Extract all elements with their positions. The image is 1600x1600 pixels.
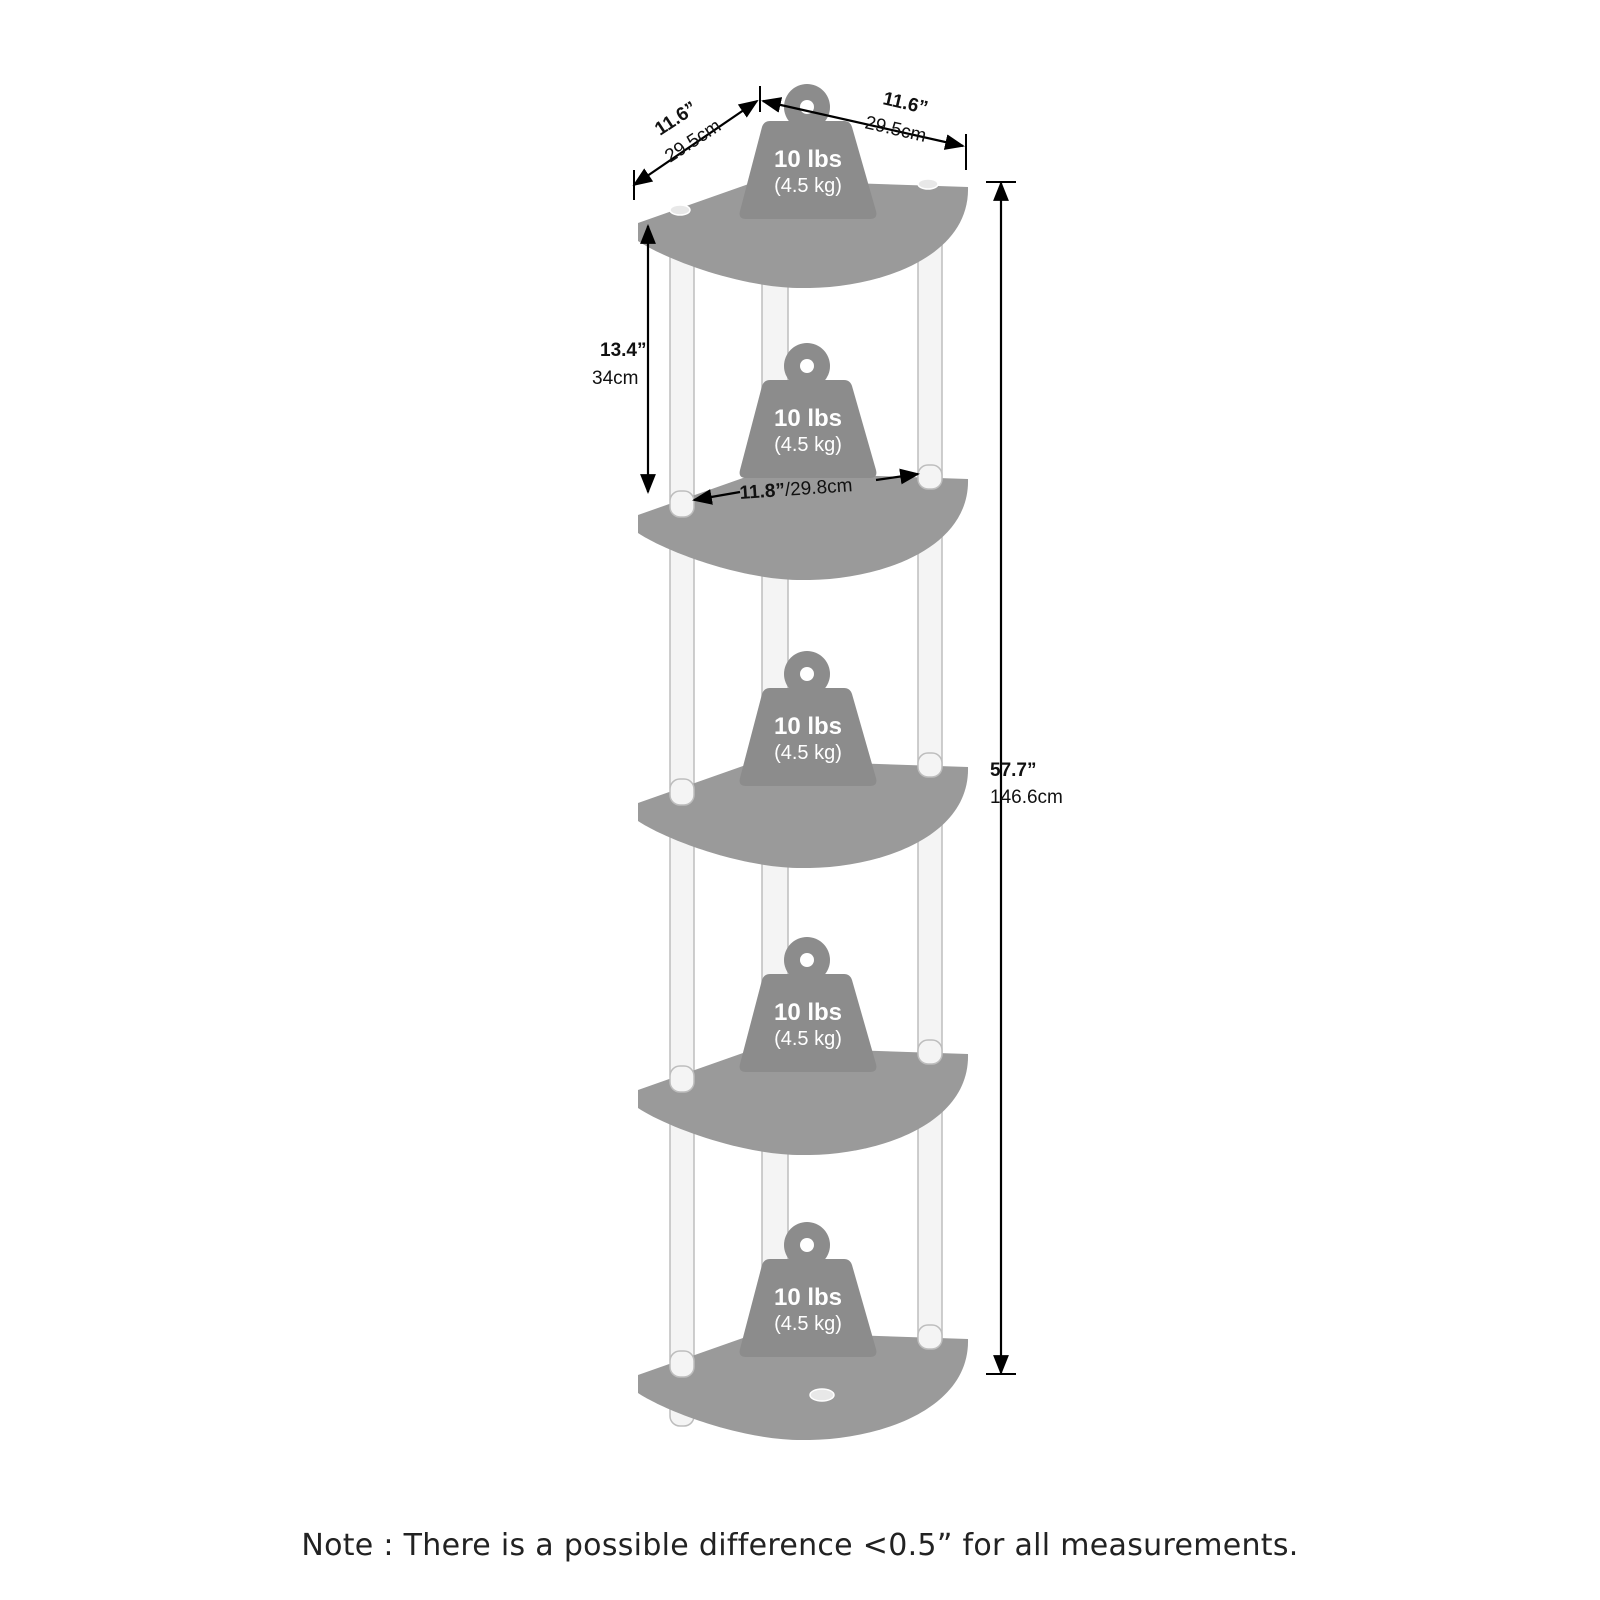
shelf-gap-metric-label: 34cm [592,368,638,389]
weight-sublabel: (4.5 kg) [774,434,842,456]
dimension-lines: 11.6” 29.5cm 11.6” 29.5cm 13.4” 34cm 11.… [592,86,1063,1375]
weight-label: 10 lbs [774,1284,842,1311]
shelf [638,760,969,868]
weight-body [739,688,877,786]
right-pole-segment [917,1093,943,1352]
right-pole-cap [917,1039,943,1065]
left-pole-cap [669,1350,695,1378]
weight-body [739,974,877,1072]
right-pole-segment [917,226,943,492]
right-pole-segment [917,806,943,1067]
weight-sublabel: (4.5 kg) [774,742,842,764]
left-pole-segment [669,244,695,510]
weight-icon: 10 lbs(4.5 kg) [739,651,877,786]
shelf-hole [917,178,939,190]
shelf-span-dimension-line [692,489,741,505]
right-edge-imperial-label: 11.6” [881,88,930,119]
weight-label: 10 lbs [774,713,842,740]
shelf [638,472,969,580]
right-edge-metric-label: 29.5cm [863,112,928,146]
left-edge-dimension-line [632,99,759,187]
measurement-note: Note : There is a possible difference <0… [301,1528,1299,1563]
shelf-span-dimension-line-2 [875,468,920,485]
shelf [638,1332,969,1440]
weight-icon: 10 lbs(4.5 kg) [739,937,877,1072]
weight-sublabel: (4.5 kg) [774,1313,842,1335]
left-pole-cap [669,1065,695,1093]
total-height-imperial-label: 57.7” [990,760,1036,781]
shelf-hole [809,1388,835,1402]
shelf [638,180,969,288]
shelves [638,178,969,1440]
weight-label: 10 lbs [774,405,842,432]
right-pole-cap [917,752,943,778]
left-pole-cap [669,490,695,518]
shelf-hole [669,204,691,216]
shelf-span-imperial-label: 11.8” [739,480,786,504]
shelf [638,1047,969,1155]
total-height-metric-label: 146.6cm [990,787,1063,808]
weight-badges: 10 lbs(4.5 kg)10 lbs(4.5 kg)10 lbs(4.5 k… [739,84,877,1357]
right-pole-cap [917,1324,943,1350]
left-pole-segment [669,536,695,798]
shelf-gap-imperial-label: 13.4” [600,340,646,361]
weight-body [739,380,877,478]
weight-label: 10 lbs [774,999,842,1026]
right-edge-dimension-line [761,97,965,150]
left-pole-cap [669,778,695,806]
weight-label: 10 lbs [774,146,842,173]
left-pole-segment [669,824,695,1085]
weight-icon: 10 lbs(4.5 kg) [739,343,877,478]
weight-handle-hole [800,667,814,681]
right-pole-cap [917,464,943,490]
shelf-span-label: 11.8”/29.8cm [739,475,853,504]
right-pole-segment [917,518,943,780]
weight-handle-hole [800,359,814,373]
left-pole-segment [669,1111,695,1370]
weight-icon: 10 lbs(4.5 kg) [739,1222,877,1357]
weight-body [739,1259,877,1357]
weight-sublabel: (4.5 kg) [774,1028,842,1050]
weight-handle-hole [800,953,814,967]
weight-handle-hole [800,1238,814,1252]
shelf-span-metric-label: /29.8cm [784,475,853,501]
weight-sublabel: (4.5 kg) [774,175,842,197]
